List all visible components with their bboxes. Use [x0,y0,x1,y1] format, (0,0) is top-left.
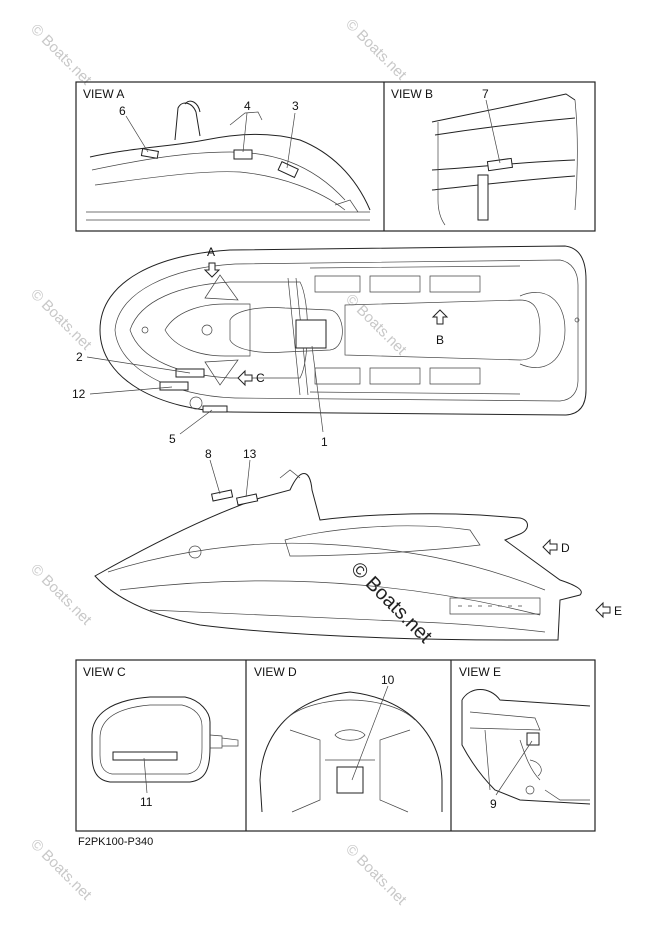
callout-12: 12 [72,387,86,401]
view-a-drawing [86,100,371,221]
view-b-title: VIEW B [391,87,433,101]
view-a-title: VIEW A [83,87,124,101]
view-b-drawing [431,93,578,226]
callouts: 6 4 3 7 2 12 5 1 8 13 10 11 9 [72,87,497,811]
watermark-mid-right: © Boats.net [342,291,410,359]
callout-9: 9 [490,797,497,811]
drawing-code: F2PK100-P340 [78,836,153,848]
callout-5: 5 [169,432,176,446]
view-d-title: VIEW D [254,665,297,679]
callout-11: 11 [140,795,153,809]
watermark-bottom-right: © Boats.net [342,841,410,909]
callout-13: 13 [243,447,257,461]
callout-2: 2 [76,350,83,364]
top-views-frame: VIEW A VIEW B [75,81,596,232]
arrow-a-icon [203,262,221,278]
view-e-drawing [461,689,591,805]
view-d-drawing [259,691,443,813]
watermark-low-left: © Boats.net [27,561,95,629]
callout-6: 6 [119,104,126,118]
watermark-top-right: © Boats.net [342,16,410,84]
callout-3: 3 [292,99,299,113]
arrow-d-icon [542,538,558,556]
arrow-b-icon [431,309,449,325]
bottom-views-frame: VIEW C VIEW D VIEW E [75,659,596,832]
leader-lines [86,99,533,796]
view-c-drawing [91,696,239,783]
callout-8: 8 [205,447,212,461]
arrow-d-letter: D [561,541,570,555]
arrow-c-letter: C [256,371,265,385]
callout-7: 7 [482,87,489,101]
top-hull-view: A B C [99,245,587,416]
watermark-center: © Boats.net [346,558,436,648]
view-c-title: VIEW C [83,665,126,679]
arrow-a-letter: A [207,245,215,259]
callout-1: 1 [321,435,328,449]
arrow-e-icon [595,601,611,619]
side-hull-view: D E [94,469,622,641]
watermark-top-left: © Boats.net [27,21,95,89]
watermark-mid-left: © Boats.net [27,286,95,354]
view-e-title: VIEW E [459,665,501,679]
callout-10: 10 [381,673,395,687]
arrow-c-icon [237,369,253,387]
arrow-b-letter: B [436,333,444,347]
arrow-e-letter: E [614,604,622,618]
callout-4: 4 [244,99,251,113]
